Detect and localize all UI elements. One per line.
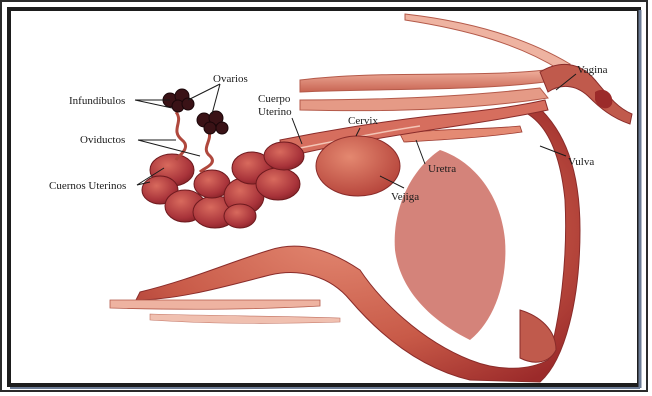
- label-oviductos: Oviductos: [80, 134, 125, 146]
- label-infundibulos: Infundíbulos: [69, 95, 125, 107]
- bladder: [316, 136, 400, 196]
- label-vagina: Vagina: [577, 64, 608, 76]
- label-cuerpo: Cuerpo: [258, 93, 291, 105]
- label-vulva: Vulva: [568, 156, 594, 168]
- label-cuernos-uterinos: Cuernos Uterinos: [49, 180, 126, 192]
- label-cervix: Cervix: [348, 115, 378, 127]
- label-uterino: Uterino: [258, 106, 292, 118]
- label-vejiga: Vejiga: [391, 191, 419, 203]
- label-uretra: Uretra: [428, 163, 456, 175]
- label-ovarios: Ovarios: [213, 73, 248, 85]
